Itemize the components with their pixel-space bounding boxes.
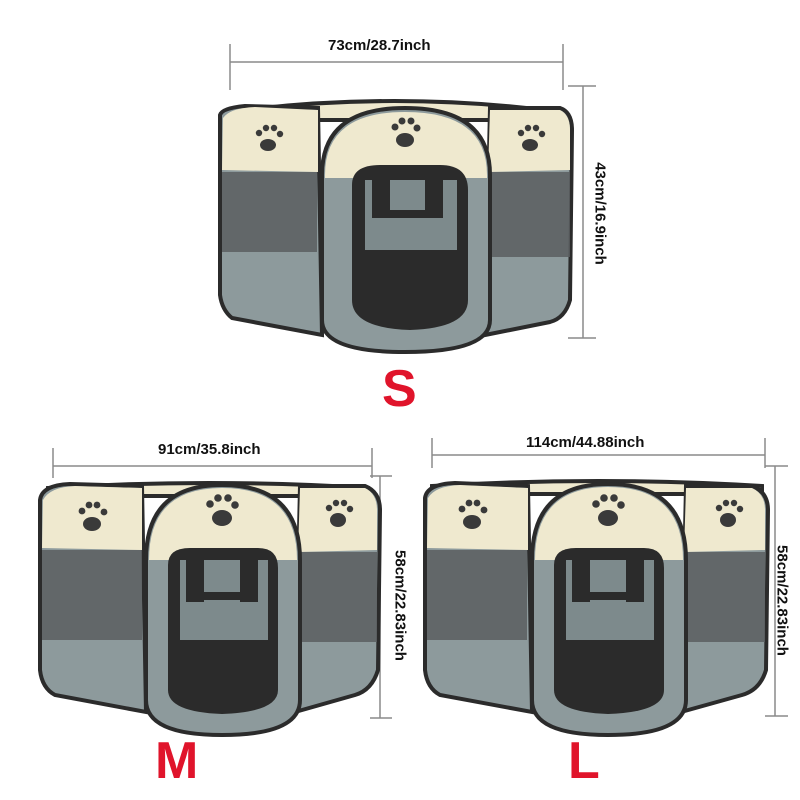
size-label-m: M <box>155 732 199 790</box>
width-label-l: 114cm/44.88inch <box>526 434 645 451</box>
width-label-m: 91cm/35.8inch <box>158 441 261 458</box>
size-label-l: L <box>568 732 600 790</box>
size-label-s: S <box>382 360 417 418</box>
width-label-s: 73cm/28.7inch <box>328 37 431 54</box>
